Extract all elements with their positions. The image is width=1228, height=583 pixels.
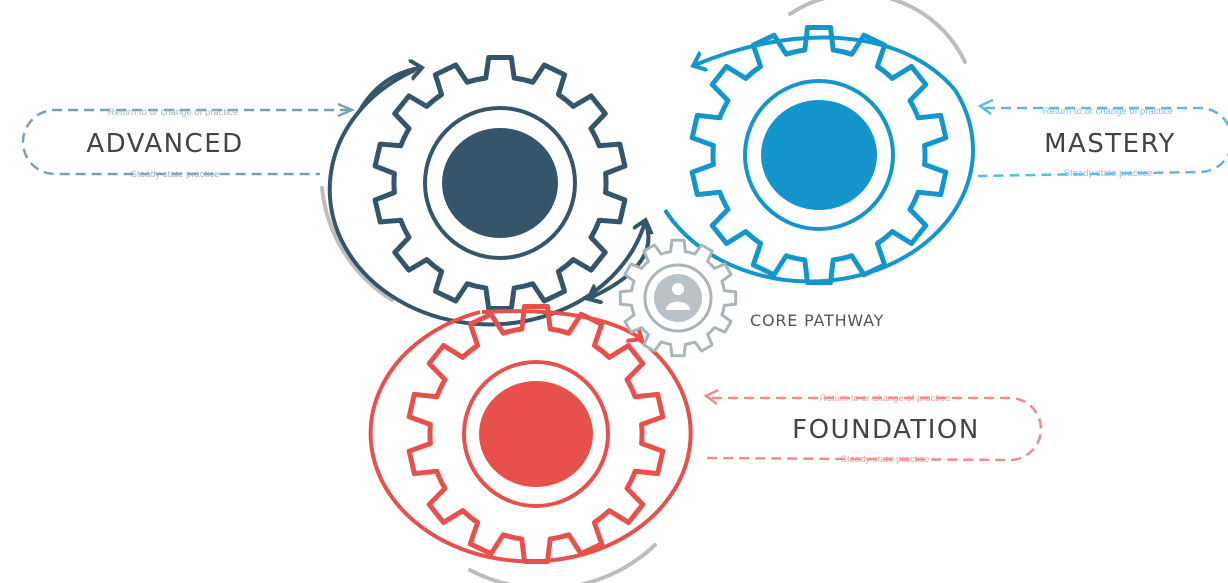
advanced-bottom-note: Steady state practice (131, 169, 220, 180)
foundation-gear-icon (406, 304, 666, 564)
foundation-top-note: Return to or change of practice (820, 393, 950, 404)
advanced-gear-icon (372, 55, 628, 311)
foundation-gear-hub (479, 381, 593, 487)
foundation-cycle-arrow (368, 310, 693, 564)
foundation-title: FOUNDATION (792, 415, 980, 445)
mastery-gear-icon (689, 25, 949, 285)
person-icon (666, 283, 690, 310)
advanced-cycle-arrow-top (358, 68, 420, 112)
advanced-track-arc (320, 186, 394, 302)
mastery-bottom-note: Steady state practice (1064, 168, 1153, 179)
mastery-loop (977, 106, 1228, 178)
foundation-track-arc (468, 543, 657, 583)
foundation-gear-ring (462, 360, 610, 508)
mastery-gear-hub (761, 100, 877, 210)
loop-tracks (320, 0, 967, 583)
foundation-loop-arrowhead (703, 388, 719, 406)
core-group: CORE PATHWAY (618, 238, 884, 358)
advanced-top-note: Return to or change of practice (108, 107, 238, 118)
advanced-loop-arrowhead (337, 102, 356, 118)
foundation-loop (704, 396, 1043, 462)
core-gear-ring (643, 263, 713, 333)
mastery-cycle-arrow-top (695, 35, 957, 92)
mastery-group: MASTERY Return to or change of practice … (663, 25, 1228, 285)
foundation-group: FOUNDATION Return to or change of practi… (368, 304, 1043, 564)
core-gear-hub (654, 274, 702, 322)
mastery-track-arc (788, 0, 967, 64)
mastery-gear-ring (743, 79, 895, 231)
advanced-gear-ring (423, 106, 577, 260)
foundation-bottom-note: Steady state practice (841, 454, 930, 465)
advanced-group: ADVANCED Return to or change of practice… (21, 55, 651, 327)
mastery-loop-arrowhead (977, 98, 994, 116)
mastery-top-note: Return to or change of practice (1043, 106, 1173, 117)
core-pathway-label: CORE PATHWAY (750, 311, 884, 330)
advanced-title: ADVANCED (86, 129, 243, 159)
advanced-gear-hub (442, 128, 558, 238)
mastery-title: MASTERY (1044, 129, 1176, 159)
advanced-loop (21, 108, 350, 176)
advanced-cycle-arrow-start (590, 223, 651, 298)
